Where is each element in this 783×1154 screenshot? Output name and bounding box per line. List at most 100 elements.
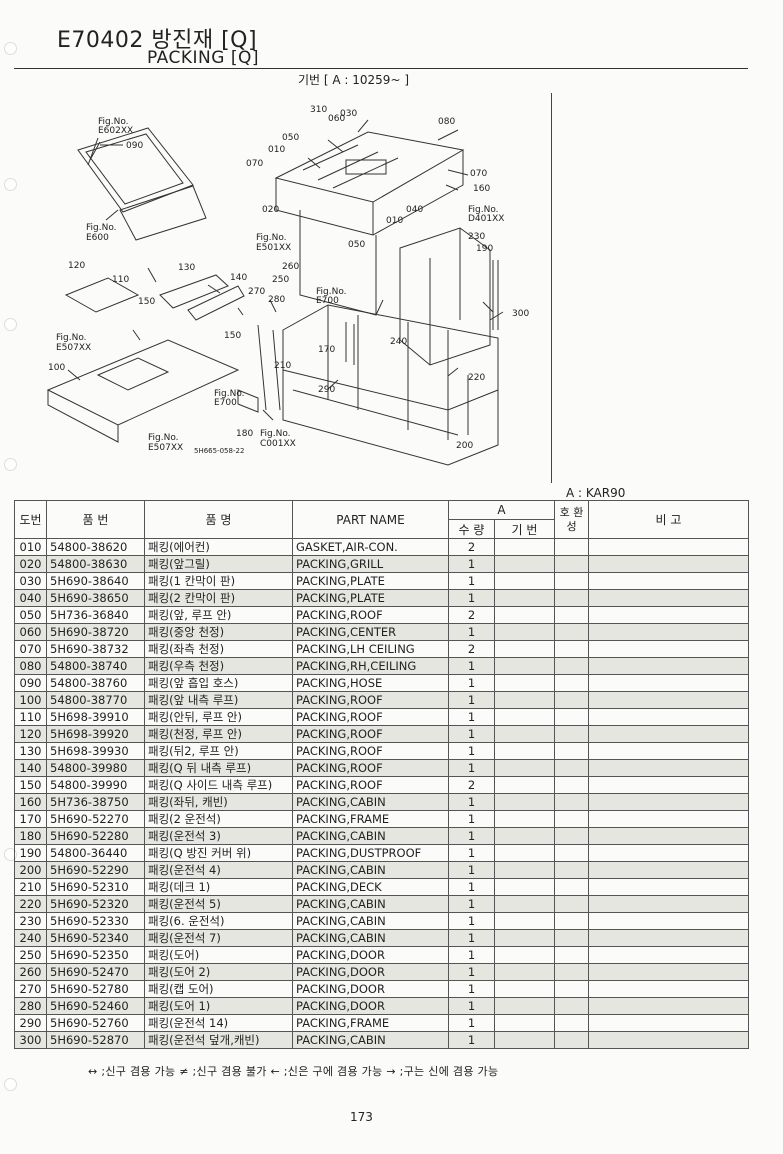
row-interchange	[554, 725, 589, 743]
svg-text:280: 280	[268, 295, 285, 305]
row-part-name-kr: 패킹(운전석 14)	[144, 1014, 293, 1032]
row-remarks	[588, 708, 749, 726]
row-part-name-kr: 패킹(2 운전석)	[144, 810, 293, 828]
row-part-number: 54800-39980	[46, 759, 145, 777]
row-ref-number: 170	[14, 810, 47, 828]
row-ref-number: 140	[14, 759, 47, 777]
binder-hole	[4, 318, 17, 331]
row-part-name-en: PACKING,DOOR	[292, 980, 449, 998]
row-part-name-kr: 패킹(운전석 3)	[144, 827, 293, 845]
row-ref-number: 150	[14, 776, 47, 794]
row-interchange	[554, 810, 589, 828]
row-serial	[494, 725, 555, 743]
svg-text:E507XX: E507XX	[148, 443, 183, 453]
row-part-name-kr: 패킹(6. 운전석)	[144, 912, 293, 930]
row-part-number: 5H690-38640	[46, 572, 145, 590]
row-interchange	[554, 980, 589, 998]
row-quantity: 1	[448, 742, 495, 760]
row-ref-number: 260	[14, 963, 47, 981]
svg-text:E700: E700	[316, 296, 339, 306]
row-serial	[494, 878, 555, 896]
row-remarks	[588, 963, 749, 981]
row-part-number: 54800-38760	[46, 674, 145, 692]
row-remarks	[588, 844, 749, 862]
row-serial	[494, 555, 555, 573]
row-ref-number: 210	[14, 878, 47, 896]
row-remarks	[588, 861, 749, 879]
row-part-name-en: PACKING,ROOF	[292, 708, 449, 726]
row-ref-number: 100	[14, 691, 47, 709]
row-part-name-en: PACKING,CABIN	[292, 1031, 449, 1049]
row-serial	[494, 708, 555, 726]
row-part-number: 5H690-38732	[46, 640, 145, 658]
header-qty: 수 량	[448, 519, 495, 539]
binder-hole	[4, 42, 17, 55]
row-ref-number: 200	[14, 861, 47, 879]
row-quantity: 1	[448, 844, 495, 862]
header-serial: 기 번	[494, 519, 555, 539]
svg-text:100: 100	[48, 363, 65, 373]
row-part-name-en: PACKING,CABIN	[292, 912, 449, 930]
row-ref-number: 250	[14, 946, 47, 964]
svg-text:250: 250	[272, 275, 289, 285]
diagram-divider	[551, 93, 552, 483]
row-part-number: 54800-36440	[46, 844, 145, 862]
svg-text:020: 020	[262, 205, 279, 215]
row-part-name-en: PACKING,FRAME	[292, 810, 449, 828]
row-ref-number: 010	[14, 538, 47, 556]
row-part-number: 54800-38770	[46, 691, 145, 709]
row-serial	[494, 912, 555, 930]
row-ref-number: 280	[14, 997, 47, 1015]
row-part-name-en: PACKING,ROOF	[292, 759, 449, 777]
row-ref-number: 230	[14, 912, 47, 930]
row-part-name-en: PACKING,CABIN	[292, 793, 449, 811]
row-quantity: 1	[448, 725, 495, 743]
row-ref-number: 060	[14, 623, 47, 641]
exploded-parts-diagram: Fig.No.E602XX 090 Fig.No.E600 310060030 …	[46, 105, 529, 466]
row-interchange	[554, 674, 589, 692]
row-part-number: 54800-38740	[46, 657, 145, 675]
row-part-name-kr: 패킹(에어컨)	[144, 538, 293, 556]
svg-text:230: 230	[468, 232, 485, 242]
row-remarks	[588, 674, 749, 692]
row-remarks	[588, 895, 749, 913]
row-part-name-kr: 패킹(운전석 덮개,캐빈)	[144, 1031, 293, 1049]
row-serial	[494, 776, 555, 794]
svg-text:270: 270	[248, 287, 265, 297]
row-remarks	[588, 555, 749, 573]
row-remarks	[588, 878, 749, 896]
row-interchange	[554, 929, 589, 947]
svg-text:Fig.No.: Fig.No.	[98, 117, 129, 127]
row-part-name-en: PACKING,GRILL	[292, 555, 449, 573]
header-group-a: A	[448, 500, 555, 520]
svg-text:D401XX: D401XX	[468, 214, 504, 224]
svg-text:260: 260	[282, 262, 299, 272]
row-serial	[494, 1031, 555, 1049]
row-ref-number: 180	[14, 827, 47, 845]
svg-text:E700: E700	[214, 398, 237, 408]
row-part-number: 54800-38630	[46, 555, 145, 573]
row-remarks	[588, 793, 749, 811]
row-part-name-kr: 패킹(도어 2)	[144, 963, 293, 981]
svg-text:220: 220	[468, 373, 485, 383]
svg-text:E507XX: E507XX	[56, 343, 91, 353]
row-quantity: 2	[448, 538, 495, 556]
row-part-name-en: PACKING,CABIN	[292, 861, 449, 879]
svg-text:110: 110	[112, 275, 129, 285]
